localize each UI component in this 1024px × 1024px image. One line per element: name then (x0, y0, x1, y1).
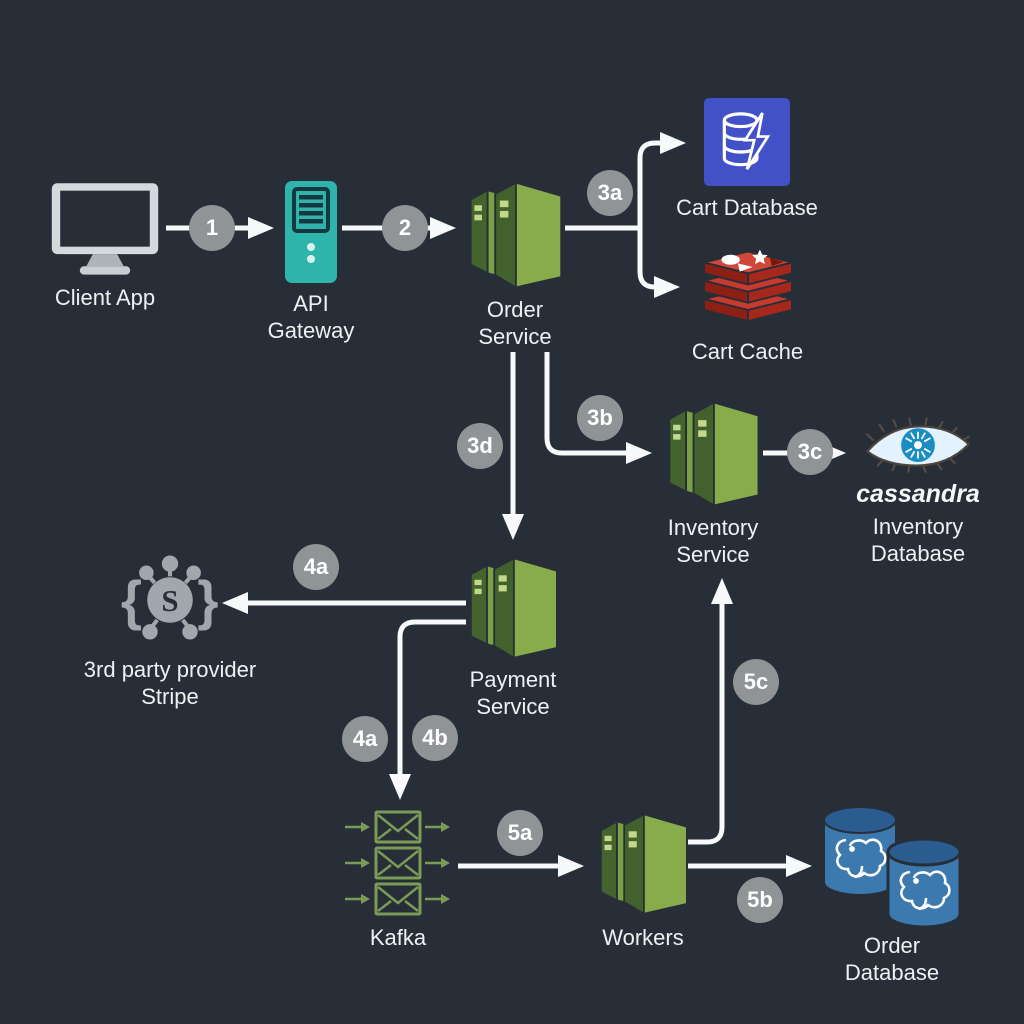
mini-arrow-icon (425, 858, 450, 868)
step-badge-3d: 3d (457, 423, 503, 469)
step-badge-4a-stripe: 4a (293, 544, 339, 590)
third-party-label-line1: 3rd party provider (83, 657, 257, 682)
monitor-icon (51, 183, 159, 275)
step-badge-4b: 4b (412, 715, 458, 761)
order-service-label: Order Service (478, 296, 551, 350)
inventory-service-label-line2: Service (676, 542, 750, 567)
cart-database-label: Cart Database (676, 195, 818, 220)
inventory-service-label: Inventory Service (668, 514, 759, 568)
workers-label: Workers (602, 925, 684, 950)
step-badge-5b: 5b (737, 877, 783, 923)
node-order-service: Order Service (430, 176, 600, 350)
server-tower-icon (285, 181, 337, 283)
message-envelope-icon (374, 846, 422, 880)
edge-workers-to-inventory (688, 578, 733, 845)
step-badge-5c: 5c (733, 659, 779, 705)
message-envelope-icon (374, 810, 422, 844)
step-badge-5a: 5a (497, 810, 543, 856)
edge-order-to-inventory (544, 352, 652, 464)
node-third-party-stripe: { } S 3rd party provider Stripe (80, 550, 260, 710)
node-cart-database: Cart Database (662, 98, 832, 221)
edge-order-to-cartcache (637, 228, 680, 298)
kafka-topic-row (345, 882, 451, 916)
node-cart-cache: Cart Cache (660, 246, 835, 365)
order-service-label-line2: Service (478, 324, 552, 349)
node-inventory-database: cassandra Inventory Database (830, 414, 1006, 567)
kafka-topic-row (345, 846, 451, 880)
api-gateway-label-line1: API (293, 291, 329, 316)
node-kafka: Kafka (318, 810, 478, 951)
order-database-label-line2: Database (844, 960, 940, 985)
cassandra-eye-icon (865, 417, 971, 474)
payment-service-label-line1: Payment (469, 667, 557, 692)
postgres-cylinders-icon (823, 806, 962, 929)
order-database-label-line1: Order (863, 933, 921, 958)
mini-arrow-icon (425, 822, 450, 832)
kafka-topic-row (345, 810, 451, 844)
order-database-label: Order Database (845, 932, 939, 986)
svg-text:{: { (121, 570, 142, 631)
payment-service-label-line2: Service (476, 694, 550, 719)
step-badge-3b: 3b (577, 395, 623, 441)
third-party-label: 3rd party provider Stripe (84, 656, 256, 710)
step-badge-2: 2 (382, 205, 428, 251)
mini-arrow-icon (345, 894, 370, 904)
step-badge-1: 1 (189, 205, 235, 251)
inventory-database-label-line2: Database (870, 541, 966, 566)
message-envelope-icon (374, 882, 422, 916)
node-api-gateway: API Gateway (226, 180, 396, 344)
mini-arrow-icon (345, 822, 370, 832)
inventory-database-label-line1: Inventory (872, 514, 964, 539)
cassandra-wordmark: cassandra (856, 480, 980, 508)
node-workers: Workers (558, 808, 728, 951)
kafka-label: Kafka (369, 925, 427, 950)
service-boxes-icon (469, 556, 558, 660)
service-boxes-icon (599, 812, 688, 916)
order-service-label-line1: Order (486, 297, 544, 322)
stripe-provider-icon: { } S (121, 555, 219, 640)
node-client-app: Client App (20, 180, 190, 311)
mini-arrow-icon (425, 894, 450, 904)
node-payment-service: Payment Service (428, 552, 598, 720)
api-gateway-label-line2: Gateway (267, 318, 355, 343)
dynamodb-icon (704, 98, 790, 186)
api-gateway-label: API Gateway (268, 290, 355, 344)
mini-arrow-icon (345, 858, 370, 868)
inventory-database-label: Inventory Database (871, 513, 965, 567)
redis-icon (702, 249, 793, 323)
service-boxes-icon (469, 181, 563, 290)
payment-service-label: Payment Service (470, 666, 557, 720)
client-app-label: Client App (54, 285, 156, 310)
step-badge-3a: 3a (587, 170, 633, 216)
cart-cache-label: Cart Cache (691, 339, 804, 364)
step-badge-4a: 4a (342, 716, 388, 762)
step-badge-3c: 3c (787, 429, 833, 475)
inventory-service-label-line1: Inventory (667, 515, 759, 540)
third-party-label-line2: Stripe (141, 684, 199, 709)
edge-order-to-cartdb (637, 132, 686, 228)
node-order-database: Order Database (802, 806, 982, 986)
node-inventory-service: Inventory Service (628, 396, 798, 568)
stripe-monogram: S (161, 583, 178, 618)
svg-text:}: } (197, 570, 218, 631)
service-boxes-icon (668, 400, 760, 508)
edge-payment-to-kafka (389, 619, 466, 800)
